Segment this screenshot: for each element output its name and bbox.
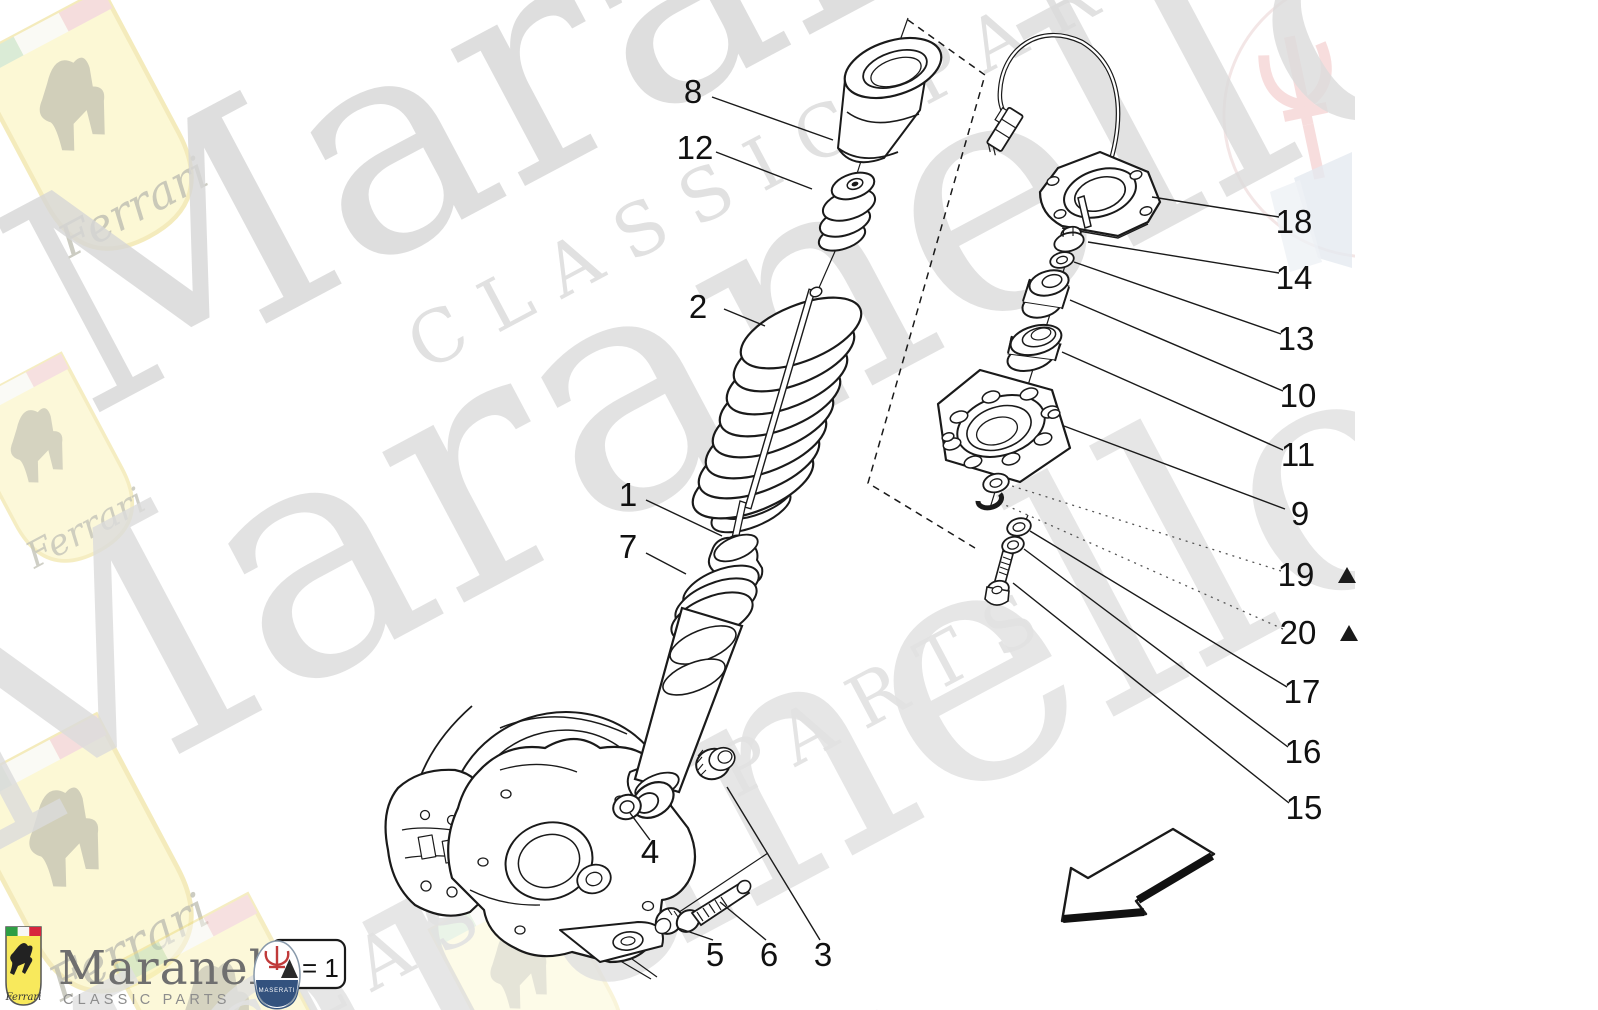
cup-washer-11 [1006,323,1063,373]
callout-17[interactable]: 17 [1284,673,1321,710]
callout-14[interactable]: 14 [1276,259,1313,296]
triangle-marker-19-icon [1338,567,1356,583]
callout-6[interactable]: 6 [760,936,778,973]
top-mount-stack [1006,225,1085,373]
circlip-20 [975,492,1005,511]
shock-absorber-body [631,500,764,819]
callout-13[interactable]: 13 [1278,320,1315,357]
washer-13 [1049,251,1075,269]
callout-4[interactable]: 4 [641,833,659,870]
bolt-6 [675,879,752,933]
nut-5 [654,907,685,935]
callout-15[interactable]: 15 [1286,789,1323,826]
legend-equals-label: = 1 [302,953,339,983]
triangle-marker-20-icon [1340,625,1358,641]
spring-washer-16 [1001,535,1025,555]
callout-19[interactable]: 19 [1278,556,1315,593]
exploded-diagram: 1 2 3 4 5 6 7 8 9 10 11 12 13 14 15 16 1… [384,17,1358,980]
callout-10[interactable]: 10 [1280,377,1317,414]
footer: Ferrari Maranello CLASSIC PARTS MASERATI… [5,926,347,1010]
callout-8[interactable]: 8 [684,73,702,110]
callout-5[interactable]: 5 [706,936,724,973]
maserati-oval-logo-icon: MASERATI [253,940,301,1010]
sensor-stud [1077,195,1092,229]
lower-fasteners [612,746,752,935]
dashed-boundary [867,19,986,549]
callout-1[interactable]: 1 [619,476,637,513]
callout-18[interactable]: 18 [1276,203,1313,240]
ferrari-shield-logo-icon: Ferrari [5,926,42,1006]
maserati-name-label: MASERATI [259,988,296,994]
callout-2[interactable]: 2 [689,288,707,325]
small-hardware-stack [975,472,1032,606]
callout-7[interactable]: 7 [619,528,637,565]
damping-sensor-assembly [986,32,1162,239]
bump-stop [817,171,877,252]
spacer-bushing-10 [1021,269,1070,319]
callout-9[interactable]: 9 [1291,495,1309,532]
socket-bolt-15 [984,549,1014,606]
coil-spring [691,286,863,534]
upper-cup-bushing [836,36,943,164]
bushing-3 [695,746,736,781]
direction-arrow-icon [1060,827,1216,923]
callout-12[interactable]: 12 [677,129,714,166]
callout-16[interactable]: 16 [1285,733,1322,770]
washer-17 [1006,517,1032,537]
callout-3[interactable]: 3 [814,936,832,973]
upper-mounting-plate [936,368,1072,484]
callout-numbers: 1 2 3 4 5 6 7 8 9 10 11 12 13 14 15 16 1… [619,73,1358,973]
ferrari-script-label: Ferrari [5,992,42,1003]
flanged-nut-14 [1053,225,1085,253]
callout-20[interactable]: 20 [1280,614,1317,651]
maserati-trident-watermark-icon [1222,0,1355,272]
footer-tagline: CLASSIC PARTS [63,992,231,1008]
sensor-connector [986,106,1024,156]
callout-11[interactable]: 11 [1281,436,1315,473]
leader-lines [629,96,1290,941]
washer-19 [982,472,1010,494]
legend-triangle-icon [281,959,298,978]
